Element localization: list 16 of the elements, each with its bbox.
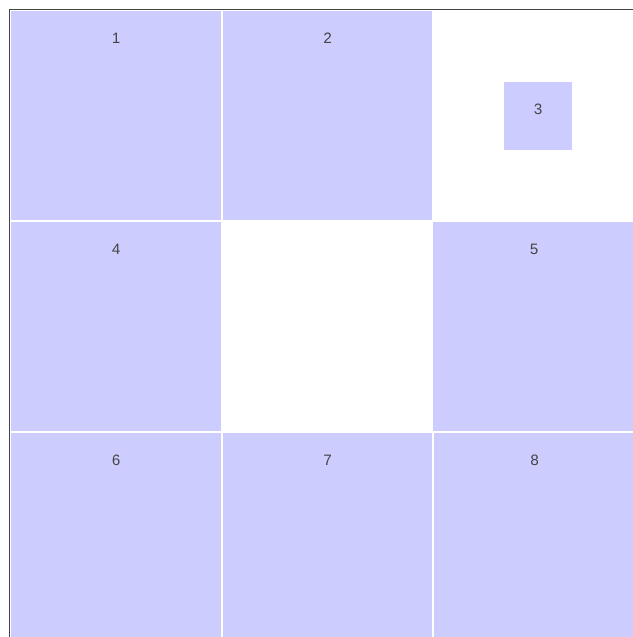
grid-cell: [11, 433, 221, 637]
grid-cell: [11, 11, 221, 220]
cell-number: 2: [323, 29, 332, 49]
grid-cell: [223, 433, 432, 637]
grid-cell: [433, 222, 633, 431]
cell-number: 3: [534, 100, 542, 120]
grid-cell: [223, 11, 432, 220]
grid-cell: [434, 433, 633, 637]
cell-number: 6: [112, 451, 120, 471]
cell-number: 8: [530, 451, 539, 471]
cell-number: 1: [112, 29, 120, 49]
cell-number: 4: [112, 240, 120, 260]
cell-number: 7: [323, 451, 332, 471]
cell-number: 5: [530, 240, 538, 260]
grid-cell: [504, 82, 572, 150]
grid-cell: [11, 222, 221, 431]
